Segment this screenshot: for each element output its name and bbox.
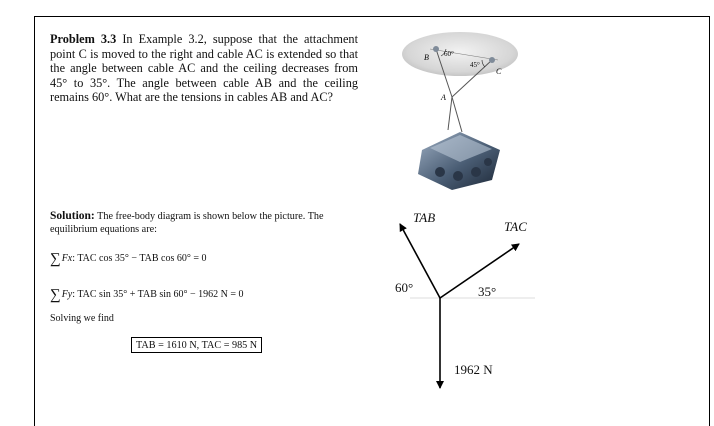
cable-ac	[451, 59, 493, 98]
weight-label: 1962 N	[454, 362, 493, 377]
engine-figure: B C A 60° 45°	[402, 32, 518, 190]
answer-box: TAB = 1610 N, TAC = 985 N	[131, 337, 263, 353]
cable-lower	[447, 96, 453, 131]
tac-label: TAC	[504, 219, 527, 235]
eq-y-var: Fy	[61, 289, 73, 300]
angle-label-45: 45°	[470, 61, 480, 69]
fbd-angle-60: 60°	[395, 280, 414, 295]
solution-block: Solution: The free-body diagram is shown…	[50, 210, 360, 236]
tab-label-text: TAB	[413, 210, 436, 225]
page-frame	[34, 16, 710, 426]
equation-x: ∑Fx: TAC cos 35° − TAB cos 60° = 0	[50, 251, 207, 268]
sigma-symbol: ∑	[50, 287, 61, 303]
tab-label: TAB	[413, 210, 435, 226]
solution-intro: The free-body diagram is shown below the…	[50, 211, 324, 235]
label-a: A	[440, 93, 446, 102]
mount-b	[433, 46, 439, 52]
mount-c	[489, 57, 495, 63]
fbd-angle-35: 35°	[478, 284, 497, 299]
angle-arc-b	[440, 48, 447, 57]
tac-label-text: TAC	[504, 219, 527, 234]
arrow-tac	[439, 243, 520, 299]
equation-y: ∑Fy: TAC sin 35° + TAB sin 60° − 1962 N …	[50, 287, 244, 304]
angle-arc-c	[481, 59, 486, 68]
cable-ab	[435, 48, 453, 98]
solving-text: Solving we find	[50, 313, 114, 324]
label-b: B	[424, 53, 429, 62]
arrow-tab	[399, 223, 441, 299]
label-c: C	[496, 67, 502, 76]
cable-lower-2	[451, 96, 463, 133]
eq-x-var: Fx	[61, 253, 73, 264]
sigma-symbol: ∑	[50, 251, 61, 267]
angle-label-60: 60°	[444, 50, 454, 58]
solution-heading: Solution:	[50, 210, 95, 222]
problem-text: In Example 3.2, suppose that the attachm…	[50, 32, 358, 104]
problem-statement: Problem 3.3 In Example 3.2, suppose that…	[50, 32, 358, 105]
eq-x-body: : TAC cos 35° − TAB cos 60° = 0	[72, 253, 207, 264]
eq-y-body: : TAC sin 35° + TAB sin 60° − 1962 N = 0	[72, 289, 244, 300]
free-body-diagram	[399, 223, 535, 389]
ceiling-line	[429, 48, 499, 61]
problem-number: Problem 3.3	[50, 32, 117, 46]
engine-block	[418, 132, 500, 190]
